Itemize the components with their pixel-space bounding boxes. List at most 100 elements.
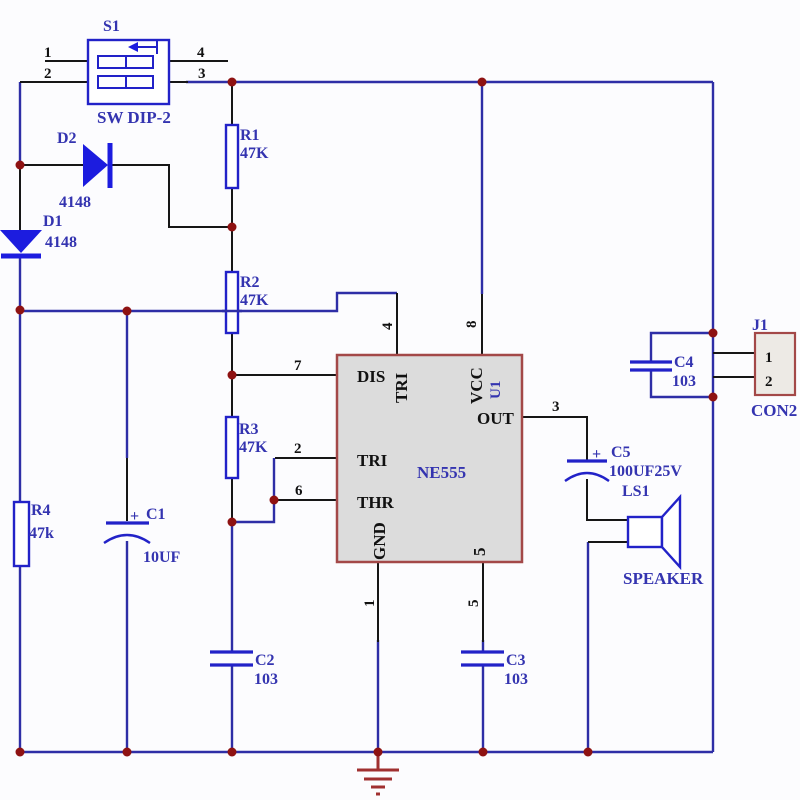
u1-pin-number-2: 2 [294, 441, 302, 457]
u1-pin-number-1: 1 [362, 600, 378, 608]
junction-dot [15, 747, 25, 757]
diode-d2 [83, 143, 113, 188]
capacitor-c1-plate-curved [103, 533, 151, 544]
u1-pin-number-4: 4 [380, 322, 396, 330]
speaker-body [626, 515, 664, 549]
dip-switch-body [86, 38, 171, 106]
u1-pin-number-7: 7 [294, 358, 302, 374]
junction-dot [269, 495, 279, 505]
resistor-r4-body [12, 500, 31, 568]
u1-pin-name-thr: THR [357, 493, 395, 512]
wire-c5-to-speaker [586, 479, 628, 521]
u1-pin-name-cv: 5 [470, 548, 489, 557]
s1-pin3-number: 3 [198, 66, 206, 82]
j1-pin1-number: 1 [765, 350, 773, 366]
u1-pin-number-8: 8 [464, 321, 480, 329]
s1-pin4-number: 4 [197, 45, 205, 61]
junction-dot [122, 306, 132, 316]
ref-u1: U1 [488, 381, 504, 399]
speaker-horn [660, 493, 682, 571]
wire-d2-cathode [111, 164, 230, 228]
u1-pin-number-3: 3 [552, 399, 560, 415]
junction-dot [122, 747, 132, 757]
wire-pin3-out [522, 416, 588, 461]
value-c2: 103 [254, 671, 278, 688]
part-j1: CON2 [751, 401, 797, 420]
value-c4: 103 [672, 373, 696, 390]
u1-pin-name-tri-top: TRI [392, 372, 411, 403]
switch-s1 [86, 38, 171, 106]
part-ls1: SPEAKER [623, 569, 704, 588]
capacitor-c3 [461, 650, 504, 667]
ref-j1: J1 [752, 317, 768, 334]
dip-switch-actuator-arrow-icon [128, 42, 138, 52]
junction-dot [708, 392, 718, 402]
value-d1: 4148 [45, 234, 77, 251]
ground-symbol-icon [357, 752, 399, 796]
part-u1: NE555 [417, 463, 466, 482]
part-s1: SW DIP-2 [97, 108, 171, 127]
resistor-r2-body [224, 270, 240, 335]
u1-pin-name-gnd: GND [370, 522, 389, 560]
value-r2: 47K [240, 292, 269, 309]
diode-d2-triangle [83, 144, 108, 187]
capacitor-c5-plate-curved [564, 471, 610, 482]
junction-dot [227, 747, 237, 757]
u1-pin-name-vcc: VCC [467, 367, 486, 404]
value-d2: 4148 [59, 194, 91, 211]
ref-c3: C3 [506, 652, 526, 669]
wires-black [19, 60, 755, 642]
c1-polarity: + [130, 508, 139, 525]
diode-d1-triangle [0, 230, 42, 253]
text-labels: S1 1 2 4 3 SW DIP-2 D2 4148 D1 4148 R1 4… [29, 18, 797, 688]
junction-dots [15, 77, 718, 757]
u1-pin-number-5: 5 [466, 600, 482, 608]
ref-r2: R2 [240, 274, 260, 291]
ref-d1: D1 [43, 213, 63, 230]
wire-c4-top [649, 331, 713, 362]
wire-c4-bottom [649, 370, 713, 399]
junction-dot [708, 328, 718, 338]
diode-d1 [0, 230, 42, 259]
capacitor-c4 [630, 360, 672, 372]
junction-dot [583, 747, 593, 757]
junction-dot [227, 222, 237, 232]
ic-u1-body [335, 353, 524, 564]
ref-c4: C4 [674, 354, 694, 371]
value-c1: 10UF [143, 549, 181, 566]
ref-c2: C2 [255, 652, 275, 669]
ref-r3: R3 [239, 421, 259, 438]
value-r4: 47k [29, 525, 54, 542]
wire-tri-thr-link [232, 458, 276, 524]
s1-pin2-number: 2 [44, 66, 52, 82]
u1-pin-name-dis: DIS [357, 367, 385, 386]
value-r3: 47K [239, 439, 268, 456]
ref-ls1: LS1 [622, 483, 650, 500]
value-r1: 47K [240, 145, 269, 162]
c5-polarity: + [592, 446, 601, 463]
wires-blue [18, 80, 715, 754]
connector-j1-body [753, 331, 797, 397]
u1-pin-name-tri: TRI [357, 451, 388, 470]
junction-dot [227, 370, 237, 380]
ref-c5: C5 [611, 444, 631, 461]
ref-d2: D2 [57, 130, 77, 147]
ref-r4: R4 [31, 502, 51, 519]
resistor-r1-body [224, 123, 240, 190]
junction-dot [477, 77, 487, 87]
ref-c1: C1 [146, 506, 166, 523]
capacitor-c5 [564, 459, 610, 482]
value-c3: 103 [504, 671, 528, 688]
capacitor-c1 [103, 521, 151, 544]
junction-dot [15, 160, 25, 170]
value-c5: 100UF25V [609, 463, 682, 480]
ref-r1: R1 [240, 127, 260, 144]
ref-s1: S1 [103, 18, 120, 35]
u1-pin-number-6: 6 [295, 483, 303, 499]
speaker-ls1 [626, 493, 682, 571]
wire-reset-route [20, 291, 397, 313]
junction-dot [373, 747, 383, 757]
s1-pin1-number: 1 [44, 45, 52, 61]
u1-pin-name-out: OUT [477, 409, 515, 428]
